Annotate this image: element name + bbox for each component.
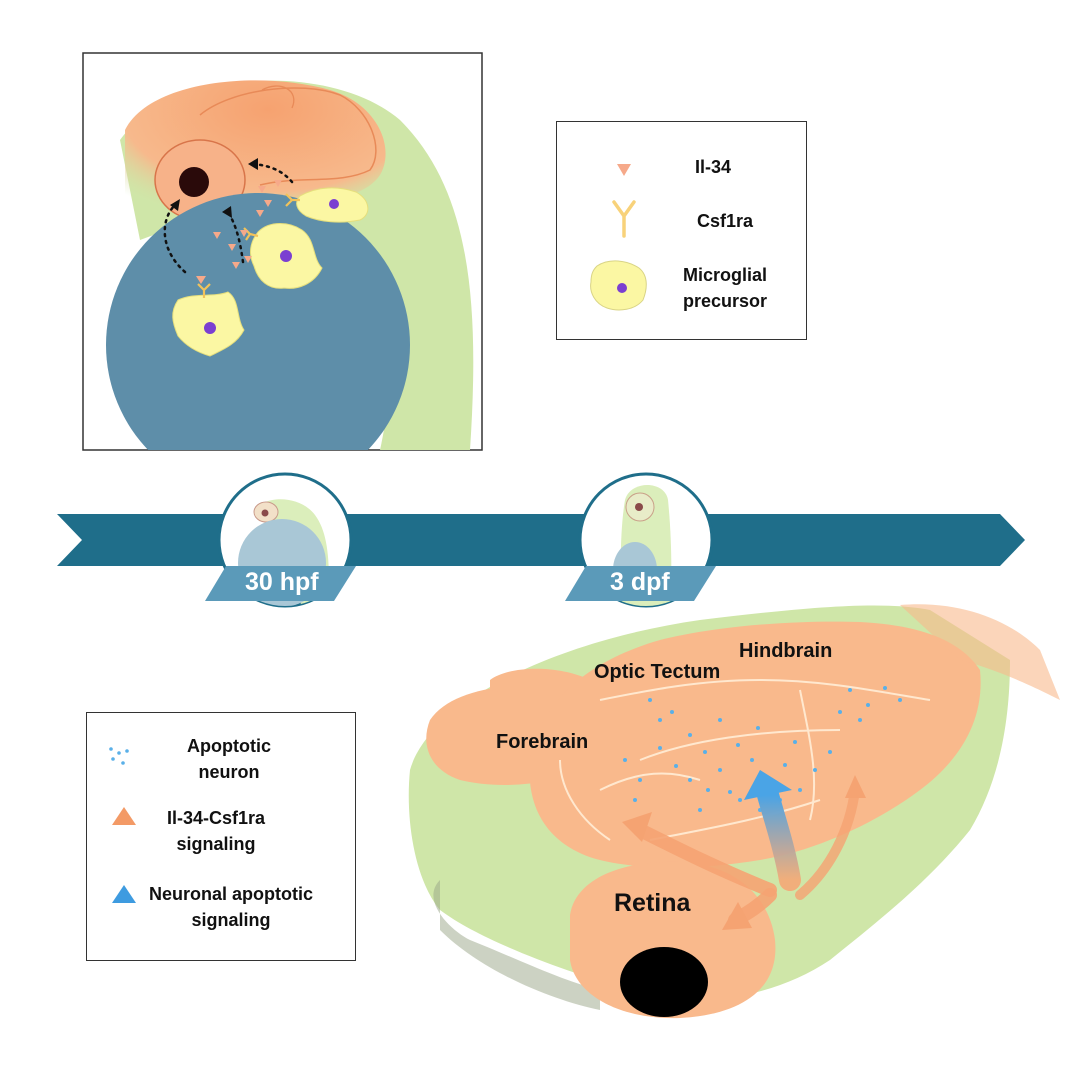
il34-particles xyxy=(196,180,282,284)
label-optic-tectum: Optic Tectum xyxy=(594,661,721,683)
il34-signaling-arrows xyxy=(622,775,866,930)
receptor-y-icon xyxy=(612,200,636,238)
dots-icon xyxy=(109,747,129,765)
label-retina: Retina xyxy=(614,889,691,917)
label-forebrain: Forebrain xyxy=(496,731,589,753)
brain-sulci xyxy=(559,678,931,841)
blue-arrow-icon xyxy=(112,885,136,933)
timeline xyxy=(57,472,1025,608)
legend-csf1ra-label: Csf1ra xyxy=(697,211,754,231)
embryo-panel xyxy=(82,52,483,451)
legend-il34-label: Il-34 xyxy=(695,157,732,177)
legend-apoptotic-label: Apoptotic neuron xyxy=(187,736,271,782)
legend-bottom: Apoptotic neuron Il-34-Csf1ra signaling … xyxy=(86,712,356,961)
orange-arrow-icon xyxy=(112,807,136,855)
stage-banner-1 xyxy=(205,566,356,601)
stage-label-30hpf: 30 hpf xyxy=(245,568,319,596)
cell-icon xyxy=(590,260,647,311)
legend-top: Il-34 Csf1ra Microglial precursor xyxy=(556,121,807,340)
eye-lens xyxy=(179,167,209,197)
yolk xyxy=(106,193,410,450)
brain-outline xyxy=(199,87,377,186)
retina-lens xyxy=(620,947,708,1017)
label-hindbrain: Hindbrain xyxy=(739,640,833,662)
timeline-arrow xyxy=(57,514,1025,566)
legend-microglial-label: Microglial precursor xyxy=(683,265,768,311)
legend-il34-csf1ra-label: Il-34-Csf1ra signaling xyxy=(167,808,266,854)
stage-banner-2 xyxy=(565,566,716,601)
legend-neuronal-apoptotic-label: Neuronal apoptotic signaling xyxy=(149,884,314,930)
tectum-hindbrain xyxy=(529,621,981,868)
larval-brain xyxy=(408,604,1060,1019)
triangle-icon xyxy=(617,164,631,176)
stage-label-3dpf: 3 dpf xyxy=(610,568,670,596)
neuronal-apoptotic-arrow xyxy=(744,770,801,891)
